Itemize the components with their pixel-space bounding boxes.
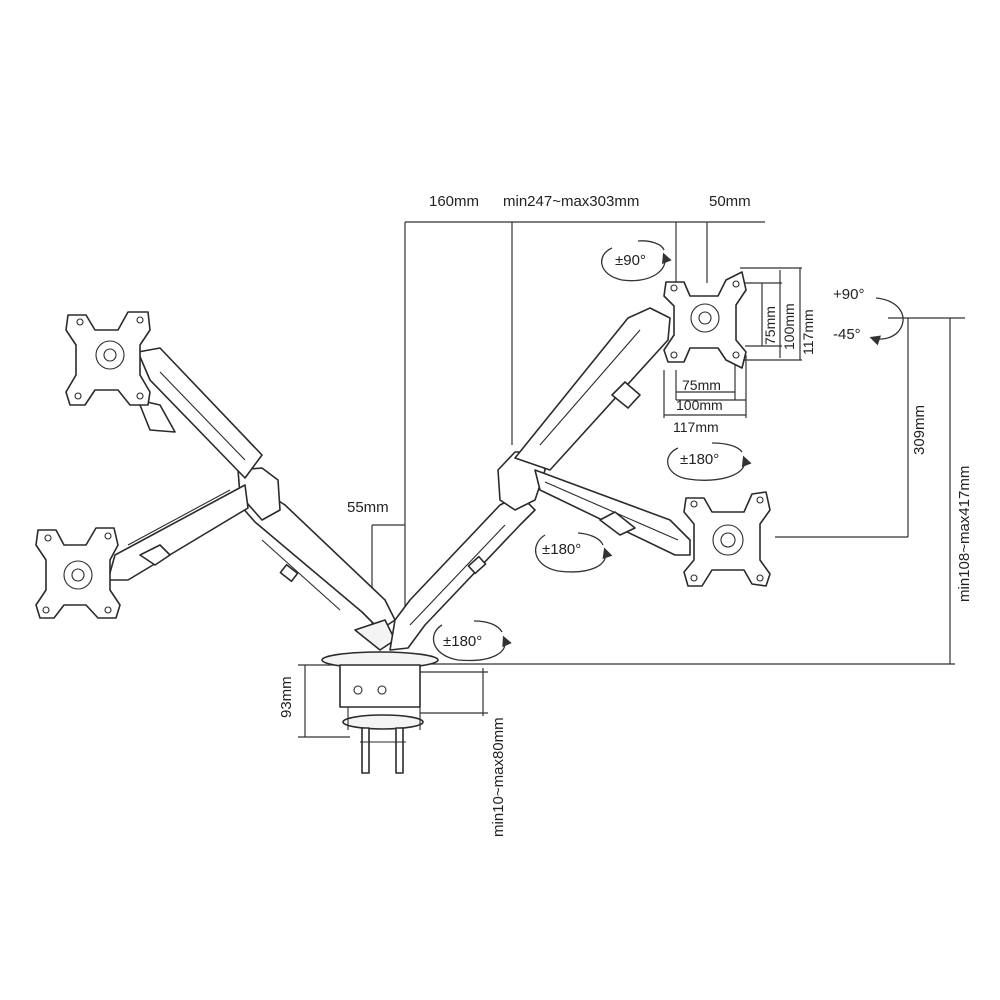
vesa-plate-lower-right xyxy=(683,491,771,587)
vesa-plate-lower-left xyxy=(35,527,121,619)
dimension-lines xyxy=(298,221,965,738)
vesa-plate-upper-right xyxy=(663,271,747,369)
vesa-height-117-label: 117mm xyxy=(800,309,816,355)
height-range-label: min108~max417mm xyxy=(956,465,973,602)
clamp-thickness-label: min10~max80mm xyxy=(490,717,507,837)
base-height-label: 93mm xyxy=(278,676,295,718)
right-arm xyxy=(389,307,691,651)
rotation-arrows xyxy=(433,240,904,662)
vesa-plate-upper-left xyxy=(65,311,151,406)
tilt-up-label: +90° xyxy=(833,286,865,303)
arm-offset-label: 160mm xyxy=(429,193,480,210)
vesa-height-75-label: 75mm xyxy=(762,306,778,345)
arm-height-label: 309mm xyxy=(911,404,928,455)
desk-clamp xyxy=(321,651,439,774)
swivel-mid-label: ±180° xyxy=(542,541,582,558)
swivel-base-label: ±180° xyxy=(443,633,483,650)
left-arm xyxy=(107,347,396,651)
column-offset-label: 55mm xyxy=(347,499,389,516)
plate-rotate-label: ±90° xyxy=(615,252,646,269)
swivel-upper-label: ±180° xyxy=(680,451,720,468)
vesa-width-75-label: 75mm xyxy=(682,377,721,393)
vesa-height-100-label: 100mm xyxy=(781,303,797,350)
vesa-width-117-label: 117mm xyxy=(673,419,719,435)
plate-offset-label: 50mm xyxy=(709,193,751,210)
vesa-width-100-label: 100mm xyxy=(676,397,723,413)
tilt-down-label: -45° xyxy=(833,326,861,343)
arm-reach-label: min247~max303mm xyxy=(503,193,640,210)
